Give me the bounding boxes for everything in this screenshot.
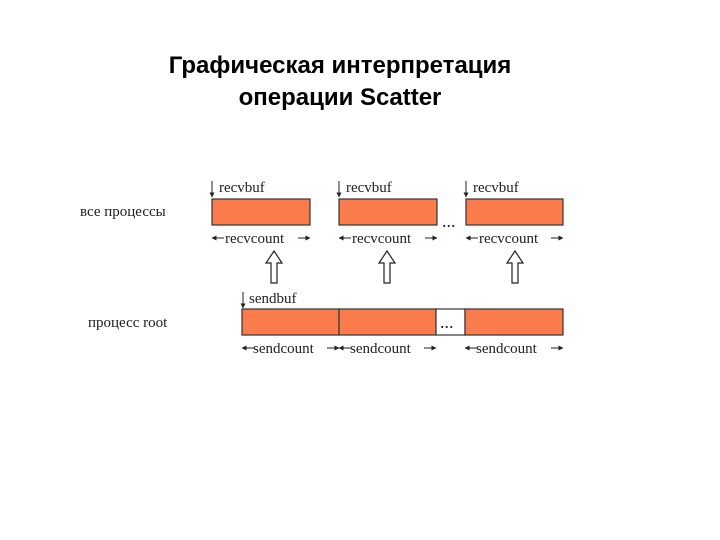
ellipsis: ... [442,211,456,231]
root-process-label: процесс root [88,315,168,331]
sendcount-label: sendcount [253,341,315,357]
send-buffer-segment-3 [464,308,564,336]
recv-buffer-group-2: recvbuf recvcount [336,180,438,247]
send-buffer-segment-2 [338,308,437,336]
ellipsis: ... [440,312,454,332]
recv-buffer [211,198,311,226]
sendbuf-label: sendbuf [249,291,297,307]
slide-title: Графическая интерпретация операции Scatt… [0,50,680,114]
title-line-2: операции Scatter [238,84,442,111]
recvcount-label: recvcount [225,231,285,247]
send-buffer-group: sendbuf ... sendcount sendcount sendcoun… [240,291,564,357]
send-buffer-gap [435,308,466,336]
sendcount-label: sendcount [350,341,412,357]
recvcount-label: recvcount [352,231,412,247]
recvcount-label: recvcount [479,231,539,247]
recvbuf-label: recvbuf [219,180,265,196]
send-buffer-segment-1 [241,308,340,336]
recv-buffer-group-3: recvbuf recvcount [463,180,564,247]
recvbuf-label: recvbuf [473,180,519,196]
hollow-up-arrow-icon [264,249,284,284]
recv-buffer [338,198,438,226]
recvbuf-label: recvbuf [346,180,392,196]
all-processes-label: все процессы [80,204,166,220]
recv-buffer [465,198,564,226]
hollow-up-arrow-icon [505,249,525,284]
hollow-up-arrow-icon [377,249,397,284]
title-line-1: Графическая интерпретация [168,52,512,79]
recv-buffer-group-1: recvbuf recvcount [209,180,311,247]
sendcount-label: sendcount [476,341,538,357]
